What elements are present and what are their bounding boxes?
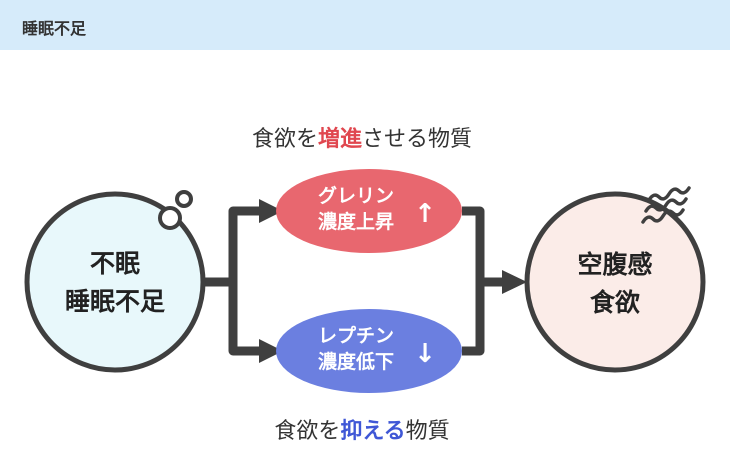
down-arrow-icon: ↓ <box>414 339 436 369</box>
right-circle-line2: 食欲 <box>590 288 640 317</box>
bottom-caption-emphasis: 抑える <box>340 419 405 444</box>
arrowhead-to-right-circle <box>502 270 527 294</box>
bottom-oval-line1: レプチン <box>318 324 394 347</box>
top-caption-suffix: させる物質 <box>362 127 472 152</box>
page-title: 睡眠不足 <box>22 19 87 38</box>
hunger-squiggle-icon <box>641 186 691 224</box>
top-oval <box>276 169 462 253</box>
thought-bubble-small-icon <box>175 190 193 208</box>
arrowhead-to-top-oval <box>259 199 283 223</box>
thought-bubble-large-icon <box>158 206 182 230</box>
arrowhead-to-bottom-oval <box>259 339 283 363</box>
top-oval-line2: 濃度上昇 <box>318 210 394 233</box>
right-merge-connector <box>462 206 505 356</box>
bottom-oval-line2: 濃度低下 <box>318 350 394 373</box>
bottom-oval <box>276 309 462 393</box>
up-arrow-icon: ↑ <box>414 199 436 229</box>
top-oval-line1: グレリン <box>318 184 394 207</box>
left-circle-line2: 睡眠不足 <box>65 287 165 316</box>
header-bar: 睡眠不足 <box>0 0 730 50</box>
top-caption: 食欲を増進させる物質 <box>252 126 472 152</box>
bottom-caption-prefix: 食欲を <box>274 419 340 444</box>
bottom-caption-suffix: 物質 <box>406 419 450 444</box>
top-caption-emphasis: 増進 <box>318 126 362 152</box>
left-circle-line1: 不眠 <box>90 249 140 278</box>
right-circle-line1: 空腹感 <box>577 250 652 279</box>
left-circle <box>24 191 206 373</box>
left-branch-connector <box>203 206 262 356</box>
bottom-caption: 食欲を抑える物質 <box>274 419 449 444</box>
connector-lines <box>203 206 505 356</box>
right-circle <box>524 191 706 373</box>
top-caption-prefix: 食欲を <box>252 127 318 152</box>
